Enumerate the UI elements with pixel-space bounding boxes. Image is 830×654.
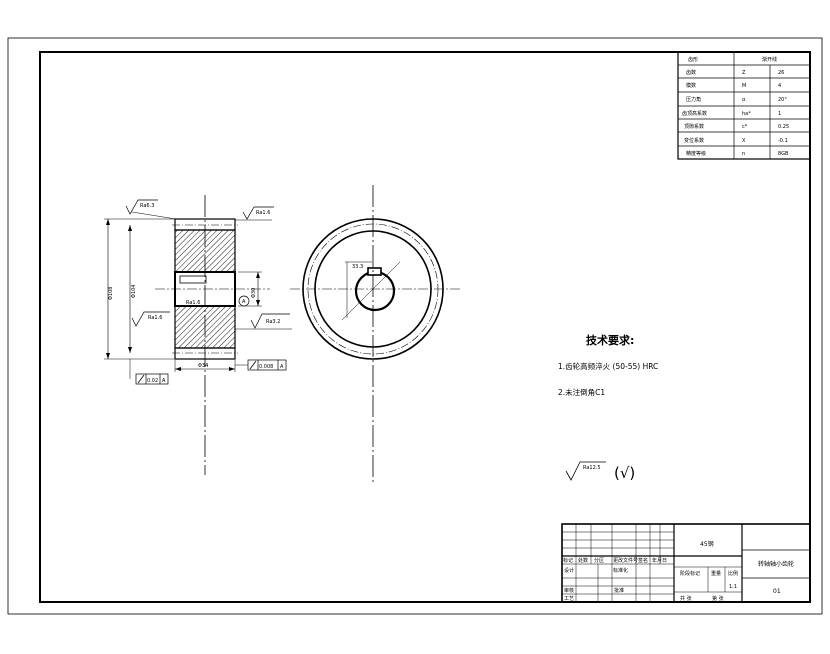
param-name: 齿顶高系数 <box>682 110 707 117</box>
bore-circle <box>354 270 396 312</box>
tb-weight: 重量 <box>711 570 721 577</box>
roughness-symbol-right <box>250 313 290 329</box>
tb-sheet-num: 第 张 <box>712 595 724 602</box>
datum-circle <box>238 295 250 307</box>
param-name: 变位系数 <box>684 137 704 144</box>
tech-req-item: 1.齿轮高频淬火 (50-55) HRC <box>558 361 658 371</box>
tb-standardization: 标准化 <box>613 567 628 574</box>
flatness-datum: A <box>280 364 284 370</box>
tech-req-item: 2.未注倒角C1 <box>558 387 605 397</box>
param-symbol: c* <box>742 124 748 130</box>
roughness-right-face: Ra3.2 <box>266 319 280 325</box>
general-roughness-symbol <box>565 461 606 481</box>
keyway-dim: 33.3 <box>352 264 363 270</box>
runout-tolerance: 0.02 <box>147 378 158 384</box>
tech-requirements: 技术要求: 1.齿轮高频淬火 (50-55) HRC 2.未注倒角C1 <box>558 333 658 397</box>
roughness-bore: Ra1.6 <box>186 300 200 306</box>
param-name: 齿数 <box>686 69 696 76</box>
tb-process: 工艺 <box>564 596 574 602</box>
general-roughness: Ra12.5 (√) <box>565 461 635 482</box>
tb-designer: 设计 <box>564 567 574 574</box>
flatness-frame <box>247 359 287 371</box>
tb-label: 年月日 <box>652 557 667 564</box>
param-symbol: M <box>742 83 746 89</box>
roughness-top-right: Ra1.6 <box>256 210 270 216</box>
front-view: Φ108 Φ104 Ra6.3 Ra1.6 Ra1.6 Ra1.6 Ra3.2 … <box>104 195 292 475</box>
tb-approve: 批准 <box>614 587 624 594</box>
param-value: 0.25 <box>778 124 789 130</box>
tb-reviewer: 审核 <box>564 587 574 594</box>
tb-drawing-no: 01 <box>773 588 781 595</box>
param-name: 精度等级 <box>686 150 706 157</box>
param-value: 1 <box>778 111 781 117</box>
keyway-slot <box>367 267 382 276</box>
datum-label: A <box>242 299 246 305</box>
param-value: -0.1 <box>778 138 788 144</box>
rest-roughness-symbol: (√) <box>614 464 635 482</box>
param-symbol: α <box>742 97 746 103</box>
param-value: 26 <box>778 70 784 76</box>
roughness-symbol-top-left <box>125 199 158 215</box>
params-table: 齿形 渐开线 齿数 Z 26 模数 M 4 压力角 α 20° 齿顶高系数 ha… <box>677 51 811 160</box>
param-name: 模数 <box>686 82 696 89</box>
tb-sheet-total: 共 张 <box>680 595 692 602</box>
tb-label: 标记 <box>563 557 573 564</box>
roughness-symbol-top-right <box>242 206 274 220</box>
tb-material: 45钢 <box>700 540 714 548</box>
tb-stage-mark: 阶段标记 <box>680 570 700 577</box>
outer-frame <box>7 37 823 615</box>
tb-label: 更改文件号 <box>613 557 638 564</box>
flatness-tolerance: 0.008 <box>259 364 273 370</box>
params-header-label: 齿形 <box>688 56 698 63</box>
param-symbol: Z <box>742 70 746 76</box>
param-symbol: ha* <box>742 111 751 117</box>
param-name: 压力角 <box>686 96 701 103</box>
roughness-symbol-left <box>131 311 170 327</box>
tb-scale: 比例 <box>728 570 738 577</box>
dim-outer-diameter: Φ108 <box>108 287 114 300</box>
tb-label: 处数 <box>578 557 588 564</box>
side-view: 33.3 <box>290 185 460 485</box>
general-roughness-value: Ra12.5 <box>583 465 601 471</box>
tb-scale-value: 1:1 <box>729 584 737 590</box>
runout-icon <box>137 374 145 384</box>
roughness-left-face: Ra1.6 <box>148 315 162 321</box>
param-value: 4 <box>778 83 781 89</box>
title-block: 标记 处数 分区 更改文件号 签名 年月日 设计 标准化 审核 工艺 批准 45… <box>561 523 811 603</box>
runout-datum: A <box>162 378 166 384</box>
dim-width: Φ34 <box>198 363 208 369</box>
param-symbol: X <box>742 138 746 144</box>
param-value: 8GB <box>778 151 789 157</box>
param-value: 20° <box>778 97 787 103</box>
dim-root-diameter: Φ104 <box>131 285 137 298</box>
tb-label: 签名 <box>638 557 648 564</box>
param-symbol: n <box>742 151 745 157</box>
tb-part-name: 转轴轴小齿轮 <box>758 560 794 568</box>
runout-frame <box>135 373 169 385</box>
tb-label: 分区 <box>594 557 604 564</box>
tech-req-title: 技术要求: <box>586 333 634 347</box>
roughness-top-left: Ra6.3 <box>140 203 154 209</box>
params-header-value: 渐开线 <box>762 56 777 63</box>
inner-frame <box>39 51 811 603</box>
param-name: 顶隙系数 <box>684 123 704 130</box>
dim-bore: Φ30 <box>251 288 257 298</box>
flatness-icon <box>249 360 257 370</box>
keyway <box>179 275 207 284</box>
